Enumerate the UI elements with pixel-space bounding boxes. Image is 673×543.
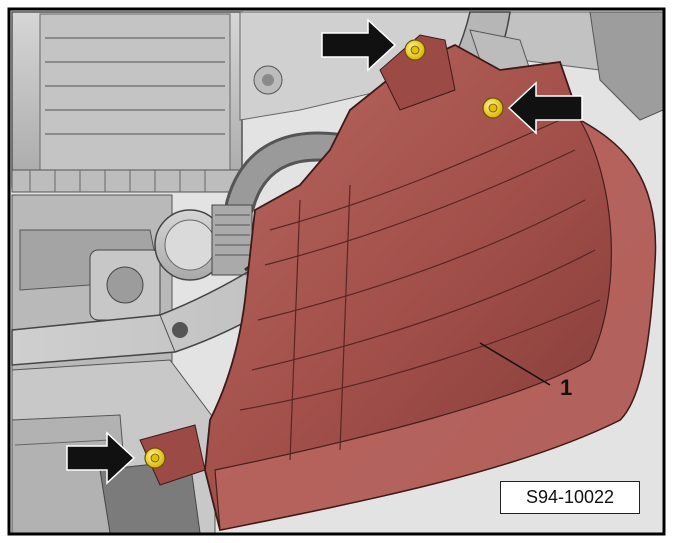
air-filter-box bbox=[11, 11, 248, 193]
arrow-right-icon bbox=[66, 431, 136, 485]
bolt-right bbox=[482, 97, 504, 119]
callout-leader-line bbox=[479, 342, 551, 386]
bolt-bottom bbox=[144, 447, 166, 469]
callout-number: 1 bbox=[560, 375, 572, 400]
figure-code-label: S94-10022 bbox=[500, 481, 640, 514]
bolt-top bbox=[404, 39, 426, 61]
headlight-housing bbox=[139, 34, 657, 532]
figure-border bbox=[7, 7, 666, 536]
arrow-right-icon bbox=[321, 18, 397, 72]
arrow-right-icon bbox=[507, 81, 583, 135]
